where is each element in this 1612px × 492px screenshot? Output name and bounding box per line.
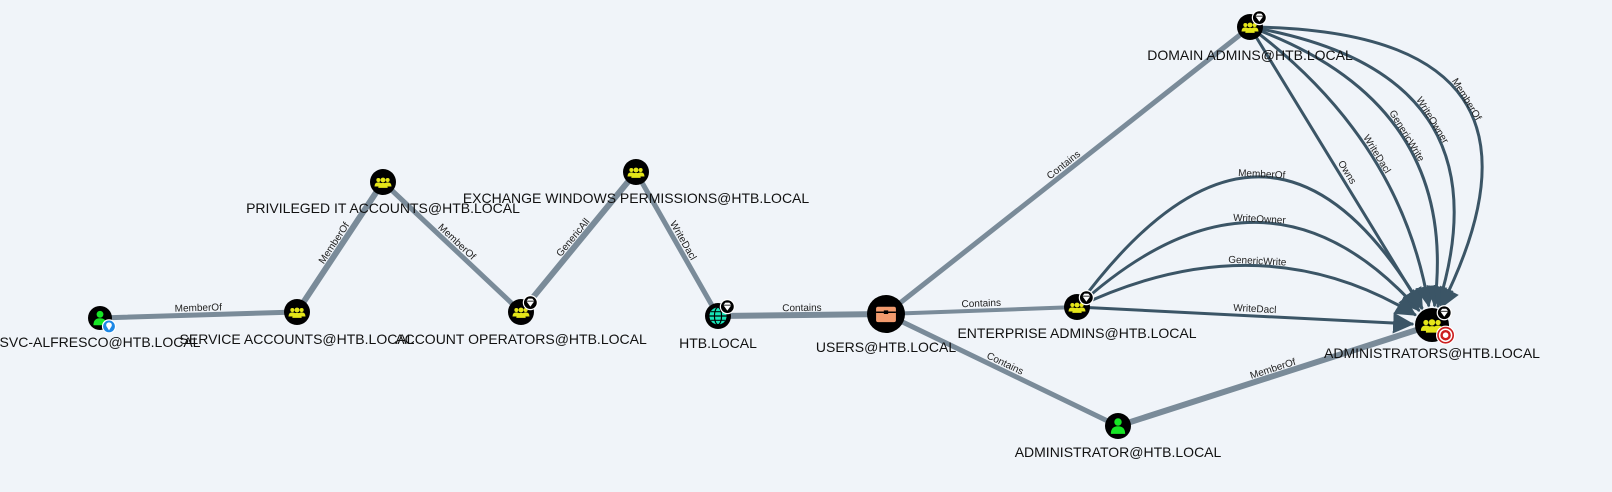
gem-icon bbox=[1078, 290, 1094, 306]
edge-label: WriteOwner bbox=[1413, 95, 1450, 146]
container-icon bbox=[876, 306, 896, 323]
edge-label: GenericWrite bbox=[1228, 255, 1287, 269]
node-ent[interactable]: ENTERPRISE ADMINS@HTB.LOCAL bbox=[957, 290, 1197, 341]
edge-label: MemberOf bbox=[1238, 168, 1286, 181]
edge-label: WriteDacl bbox=[1360, 133, 1392, 176]
node-exch[interactable]: EXCHANGE WINDOWS PERMISSIONS@HTB.LOCAL bbox=[463, 159, 810, 206]
gem-icon bbox=[1436, 305, 1452, 321]
edge-ent-adms-memberof[interactable]: MemberOf bbox=[1075, 168, 1424, 310]
edge-line[interactable] bbox=[380, 179, 524, 315]
edge-label: WriteDacl bbox=[1233, 303, 1277, 316]
group-icon bbox=[1068, 302, 1086, 313]
node-svc[interactable]: SVC-ALFRESCO@HTB.LOCAL bbox=[0, 306, 201, 350]
group-icon bbox=[1420, 319, 1444, 333]
node-label: DOMAIN ADMINS@HTB.LOCAL bbox=[1147, 47, 1353, 63]
edge-ent-adms-writeowner[interactable]: WriteOwner bbox=[1075, 213, 1421, 312]
target-icon bbox=[1435, 325, 1456, 345]
edge-label: Contains bbox=[782, 303, 822, 314]
node-label: HTB.LOCAL bbox=[679, 335, 757, 351]
edge-line[interactable] bbox=[715, 311, 889, 319]
edge-line[interactable] bbox=[1248, 25, 1424, 310]
node-label: ENTERPRISE ADMINS@HTB.LOCAL bbox=[957, 325, 1196, 341]
node-label: ADMINISTRATORS@HTB.LOCAL bbox=[1324, 345, 1540, 361]
edge-label: GenericWrite bbox=[1386, 108, 1426, 164]
edge-line[interactable] bbox=[1075, 263, 1417, 317]
edge-label: Contains bbox=[961, 298, 1001, 310]
edge-line[interactable] bbox=[294, 179, 386, 315]
edge-label: MemberOf bbox=[175, 302, 223, 314]
edge-ent-adms-genericwrite[interactable]: GenericWrite bbox=[1075, 255, 1417, 317]
edge-htb-users-contains[interactable]: Contains bbox=[715, 303, 889, 319]
node-label: PRIVILEGED IT ACCOUNTS@HTB.LOCAL bbox=[246, 200, 520, 216]
node-svcacc[interactable]: SERVICE ACCOUNTS@HTB.LOCAL bbox=[180, 299, 415, 347]
node-label: ACCOUNT OPERATORS@HTB.LOCAL bbox=[395, 331, 647, 347]
edge-line[interactable] bbox=[1248, 25, 1484, 310]
edge-ent-adms-writedacl[interactable]: WriteDacl bbox=[1075, 303, 1415, 334]
node-label: EXCHANGE WINDOWS PERMISSIONS@HTB.LOCAL bbox=[463, 190, 810, 206]
node-label: ADMINISTRATOR@HTB.LOCAL bbox=[1015, 444, 1222, 460]
node-accop[interactable]: ACCOUNT OPERATORS@HTB.LOCAL bbox=[395, 295, 647, 347]
edge-line[interactable] bbox=[1248, 25, 1456, 308]
edge-line[interactable] bbox=[633, 169, 721, 319]
edge-line[interactable] bbox=[883, 24, 1253, 317]
group-icon bbox=[1241, 22, 1259, 33]
edge-line[interactable] bbox=[1248, 25, 1448, 308]
node-admin[interactable]: ADMINISTRATOR@HTB.LOCAL bbox=[1015, 413, 1222, 460]
edge-users-dadm-contains[interactable]: Contains bbox=[883, 24, 1253, 317]
edge-line[interactable] bbox=[97, 309, 300, 321]
user-icon bbox=[1110, 418, 1126, 434]
gem-icon bbox=[522, 295, 538, 311]
edge-line[interactable] bbox=[884, 305, 1079, 316]
node-label: SERVICE ACCOUNTS@HTB.LOCAL bbox=[180, 331, 415, 347]
edge-line[interactable] bbox=[883, 311, 1121, 429]
node-htb[interactable]: HTB.LOCAL bbox=[679, 299, 757, 351]
edge-line[interactable] bbox=[1075, 221, 1421, 312]
group-icon bbox=[374, 177, 392, 188]
group-icon bbox=[627, 167, 645, 178]
edge-svc-svcacc-memberof[interactable]: MemberOf bbox=[97, 302, 300, 321]
gem-icon bbox=[719, 299, 735, 315]
edge-line[interactable] bbox=[1115, 322, 1435, 429]
node-dadm[interactable]: DOMAIN ADMINS@HTB.LOCAL bbox=[1147, 10, 1353, 63]
node-circle[interactable] bbox=[1105, 413, 1131, 439]
group-icon bbox=[288, 307, 306, 318]
node-priv[interactable]: PRIVILEGED IT ACCOUNTS@HTB.LOCAL bbox=[246, 169, 520, 216]
gem-icon bbox=[1251, 10, 1267, 26]
node-label: SVC-ALFRESCO@HTB.LOCAL bbox=[0, 334, 201, 350]
node-label: USERS@HTB.LOCAL bbox=[816, 339, 956, 355]
group-icon bbox=[512, 307, 530, 318]
edge-label: MemberOf bbox=[1449, 77, 1483, 123]
edge-line[interactable] bbox=[1075, 175, 1424, 310]
pin-icon bbox=[101, 319, 117, 334]
edge-line[interactable] bbox=[518, 169, 639, 315]
node-users[interactable]: USERS@HTB.LOCAL bbox=[816, 295, 956, 355]
user-icon bbox=[93, 310, 107, 326]
edge-label: MemberOf bbox=[435, 222, 477, 263]
node-adms[interactable]: ADMINISTRATORS@HTB.LOCAL bbox=[1324, 305, 1540, 361]
edge-line[interactable] bbox=[1075, 305, 1415, 334]
edge-users-ent-contains[interactable]: Contains bbox=[884, 298, 1079, 316]
edge-label: WriteOwner bbox=[1233, 213, 1287, 227]
edge-line[interactable] bbox=[1248, 25, 1436, 308]
